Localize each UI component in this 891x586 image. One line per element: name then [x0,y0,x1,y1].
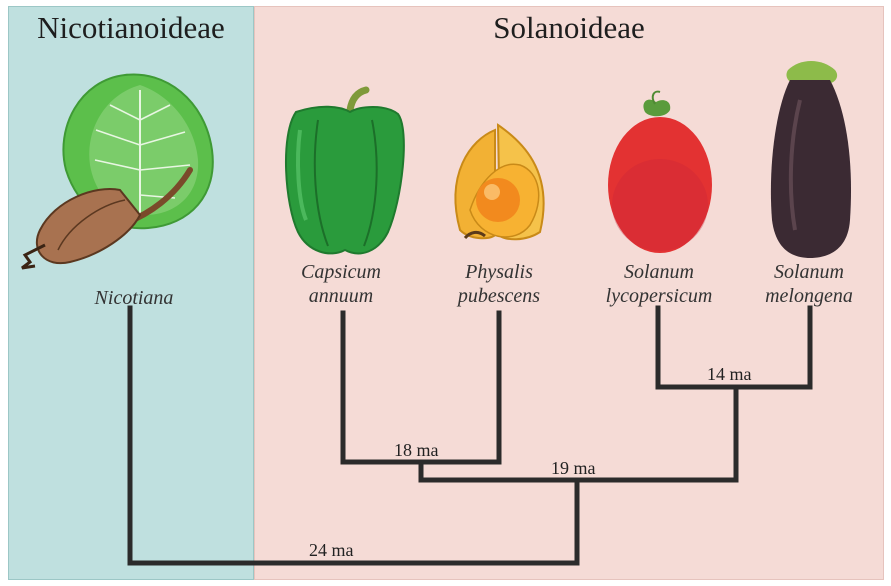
branch-root [130,308,577,563]
taxon-genus: Solanum [584,260,734,284]
taxon-genus: Solanum [734,260,884,284]
tomato-icon [608,92,712,253]
taxon-species: melongena [734,284,884,308]
physalis-husk-icon [455,125,543,239]
taxon-genus: Physalis [424,260,574,284]
node-age-18: 18 ma [394,440,439,461]
taxon-nicotiana: Nicotiana [59,286,209,310]
taxon-species: annuum [266,284,416,308]
taxon-solanum-melongena: Solanum melongena [734,260,884,308]
taxon-genus: Capsicum [266,260,416,284]
taxon-nicotiana-label: Nicotiana [95,287,174,309]
node-age-14: 14 ma [707,364,752,385]
tobacco-leaf-icon [22,74,213,268]
node-age-24: 24 ma [309,540,354,561]
node-age-19: 19 ma [551,458,596,479]
taxon-species: lycopersicum [584,284,734,308]
bell-pepper-icon [286,90,404,253]
taxon-capsicum-annuum: Capsicum annuum [266,260,416,308]
eggplant-icon [771,61,851,258]
taxon-physalis-pubescens: Physalis pubescens [424,260,574,308]
taxon-species: pubescens [424,284,574,308]
phylogenetic-tree [130,308,810,563]
taxon-solanum-lycopersicum: Solanum lycopersicum [584,260,734,308]
